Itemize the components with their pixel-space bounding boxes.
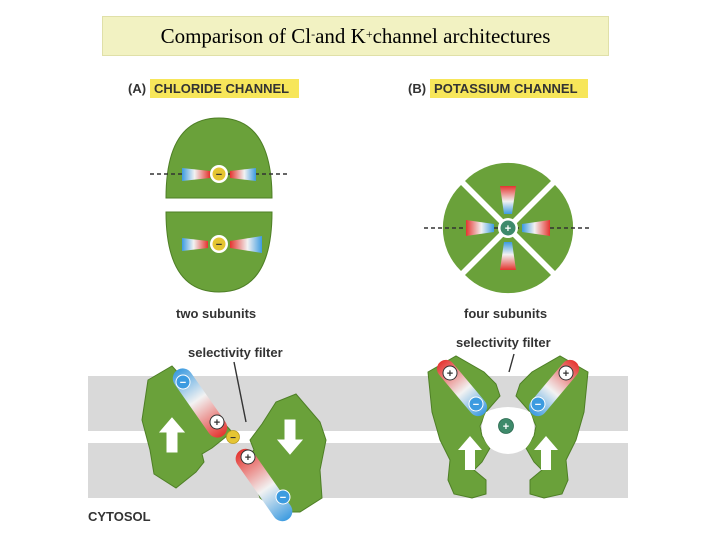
upper-helix-left xyxy=(182,168,210,181)
helix-minus-sign: − xyxy=(280,492,286,504)
chloride-ion-filter xyxy=(226,430,240,444)
chloride-ion-filter-sign: − xyxy=(230,433,236,444)
chloride-top-view: − − xyxy=(150,117,288,293)
chloride-side-view: − + + − − xyxy=(141,361,327,522)
arrow-up-icon xyxy=(534,436,558,470)
title-text-pre: Comparison of Cl xyxy=(160,23,312,48)
upper-helix-right xyxy=(230,168,256,181)
helix-plus-sign: + xyxy=(563,368,569,380)
panel-a-label: (A) CHLORIDE CHANNEL xyxy=(128,78,300,99)
title-text-mid: and K xyxy=(315,23,366,48)
helix-plus-charge xyxy=(240,449,256,465)
potassium-side-view: + − + − + xyxy=(427,353,589,499)
potassium-right-subunit xyxy=(515,355,589,499)
helix-minus-charge xyxy=(175,374,191,390)
potassium-superscript: + xyxy=(365,26,373,41)
helix-plus-charge xyxy=(558,365,574,381)
helix-plus-sign: + xyxy=(447,368,453,380)
helix-plus-sign: + xyxy=(214,417,220,429)
potassium-ion-cavity-sign: + xyxy=(503,421,509,433)
panel-b-top-caption: four subunits xyxy=(464,306,548,321)
panel-b-label: (B) POTASSIUM CHANNEL xyxy=(408,78,588,99)
helix-plus-charge xyxy=(442,365,458,381)
helix-minus-charge xyxy=(468,396,484,412)
helix-minus-sign: − xyxy=(535,399,541,411)
cytosol-label: CYTOSOL xyxy=(88,509,151,524)
chloride-ion-top-sign: − xyxy=(216,169,222,181)
helix-plus-charge xyxy=(209,414,225,430)
chloride-ion-top xyxy=(212,167,226,181)
helix-minus-charge xyxy=(530,396,546,412)
helix-minus-sign: − xyxy=(180,377,186,389)
potassium-top-view: + xyxy=(424,162,592,294)
selectivity-filter-pointer xyxy=(233,361,247,423)
selectivity-filter-pointer xyxy=(508,353,515,373)
figure-title: Comparison of Cl- and K+ channel archite… xyxy=(102,16,609,56)
potassium-left-subunit xyxy=(427,355,501,499)
potassium-helix-top xyxy=(500,186,516,214)
panel-a-name: CHLORIDE CHANNEL xyxy=(150,79,300,98)
panel-b-letter: (B) xyxy=(408,81,427,96)
lower-helix-left xyxy=(182,238,208,251)
chloride-ion-bottom xyxy=(212,237,226,251)
arrow-up-icon xyxy=(458,436,482,470)
potassium-helix-right xyxy=(522,220,550,236)
chloride-right-helix xyxy=(235,448,293,522)
helix-plus-sign: + xyxy=(245,452,251,464)
title-text-post: channel architectures xyxy=(372,23,551,48)
chloride-ion-bottom-sign: − xyxy=(216,239,222,251)
panel-a-letter: (A) xyxy=(128,81,147,96)
chloride-upper-subunit xyxy=(165,117,273,199)
panel-a-top-caption: two subunits xyxy=(176,306,257,321)
helix-minus-charge xyxy=(275,489,291,505)
panel-a-filter-caption: selectivity filter xyxy=(188,345,283,360)
lower-helix-right xyxy=(230,236,262,253)
helix-minus-sign: − xyxy=(473,399,479,411)
potassium-ion-top xyxy=(500,220,516,236)
chloride-superscript: - xyxy=(311,26,316,41)
panel-b-filter-caption: selectivity filter xyxy=(456,335,551,350)
potassium-ion-cavity xyxy=(498,418,514,434)
panel-b-name: POTASSIUM CHANNEL xyxy=(430,79,588,98)
potassium-ion-top-sign: + xyxy=(505,223,511,235)
arrow-down-icon xyxy=(276,419,304,455)
arrow-up-icon xyxy=(158,417,186,453)
potassium-helix-left xyxy=(466,220,494,236)
potassium-helix-bottom xyxy=(500,242,516,270)
